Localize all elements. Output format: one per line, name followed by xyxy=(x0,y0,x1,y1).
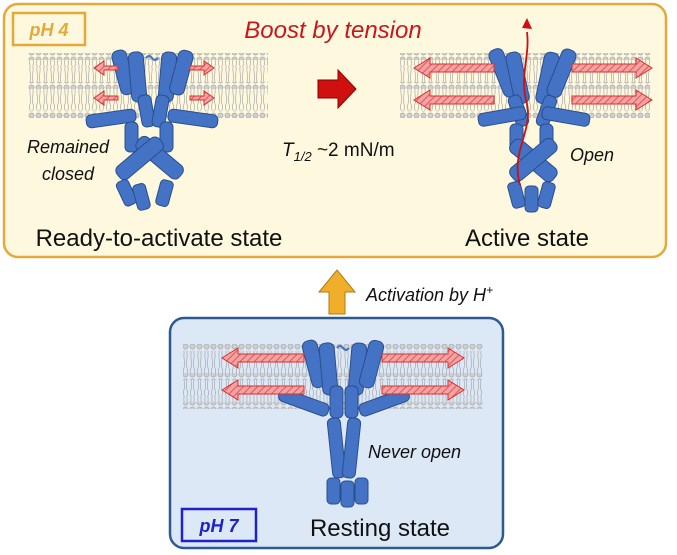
ready-tension-arrows xyxy=(93,60,215,106)
activation-arrow xyxy=(317,269,357,315)
ion-path xyxy=(516,31,529,186)
remained-label-2: closed xyxy=(42,164,95,184)
top-panel: pH 4 Boost by tension xyxy=(2,2,668,259)
boost-arrow xyxy=(317,68,357,110)
ph7-label: pH 7 xyxy=(198,516,239,536)
open-label: Open xyxy=(570,145,614,165)
ready-channel xyxy=(85,49,219,211)
tension-value: T1/2 ~2 mN/m xyxy=(282,140,395,164)
ion-path-arrowhead xyxy=(522,18,532,29)
resting-state-label: Resting state xyxy=(310,515,450,542)
tension-amount: ~2 mN/m xyxy=(312,140,395,161)
resting-tension-arrows xyxy=(221,347,465,401)
tension-sub: 1/2 xyxy=(294,149,313,164)
panel-title: Boost by tension xyxy=(244,17,421,44)
ph4-label: pH 4 xyxy=(28,20,68,40)
never-open-label: Never open xyxy=(368,442,461,462)
active-tension-arrows xyxy=(413,57,653,111)
bottom-panel: Never open pH 7 Resting state xyxy=(168,316,505,550)
ready-state-label: Ready-to-activate state xyxy=(36,225,283,252)
tension-T: T xyxy=(282,140,295,161)
remained-label-1: Remained xyxy=(27,137,110,157)
activation-label: Activation by H+ xyxy=(365,283,493,305)
activation-text: Activation by H xyxy=(365,285,487,305)
activation-superscript: + xyxy=(486,283,493,297)
activation-transition: Activation by H+ xyxy=(317,269,493,315)
active-state-label: Active state xyxy=(465,225,589,252)
ph4-badge xyxy=(11,11,87,47)
active-channel xyxy=(477,48,591,213)
resting-channel xyxy=(278,339,410,508)
ph7-badge xyxy=(180,507,258,543)
